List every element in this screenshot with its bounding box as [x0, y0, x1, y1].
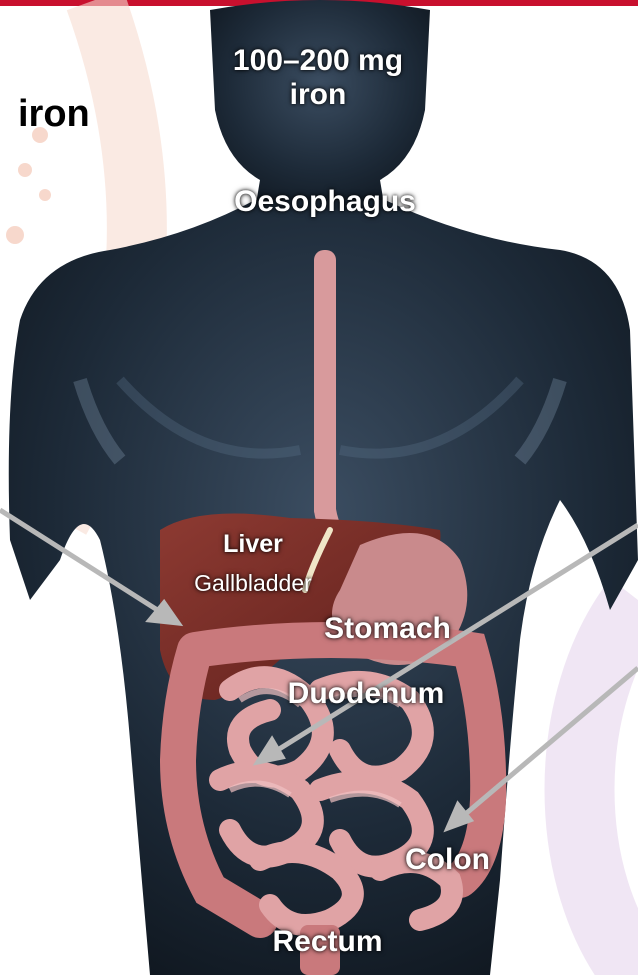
intake-label: 100–200 mg iron — [213, 44, 423, 112]
intake-label-line2: iron — [213, 78, 423, 112]
colon-label: Colon — [390, 843, 505, 877]
intake-label-line1: 100–200 mg — [213, 44, 423, 78]
duodenum-label: Duodenum — [266, 677, 466, 711]
liver-label: Liver — [213, 530, 293, 559]
oesophagus-organ — [314, 250, 336, 520]
stomach-label: Stomach — [305, 612, 470, 646]
gallbladder-label: Gallbladder — [168, 570, 338, 597]
page-title: iron — [18, 93, 90, 136]
rectum-label: Rectum — [255, 925, 400, 959]
oesophagus-label: Oesophagus — [210, 185, 440, 219]
